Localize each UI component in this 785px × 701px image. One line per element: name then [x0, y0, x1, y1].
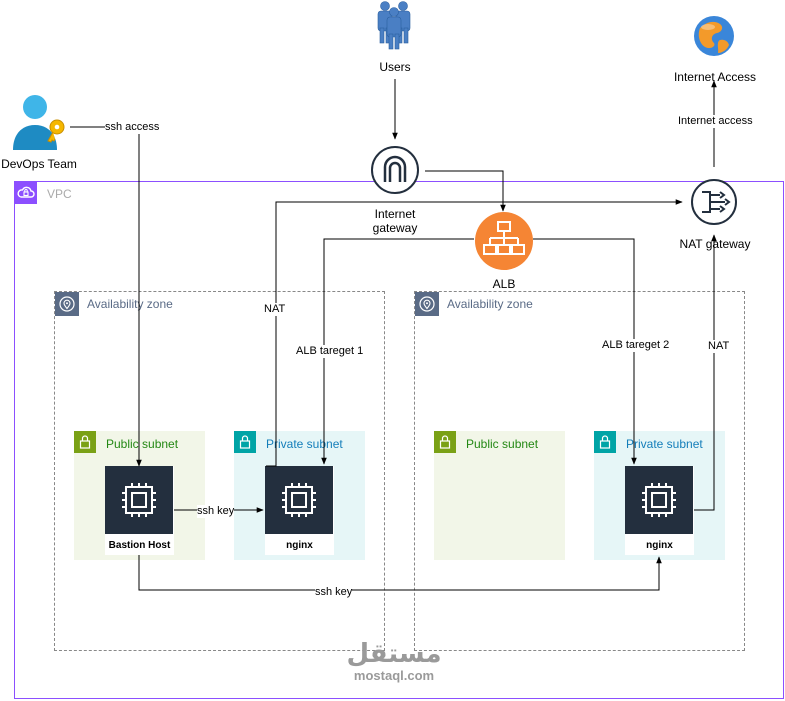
edge-label-nat-2: NAT: [708, 340, 730, 353]
nat-gateway-icon: [689, 177, 739, 227]
devops-user-key-icon: [8, 93, 68, 151]
public-subnet-1-label: Public subnet: [106, 437, 179, 451]
edge-igw-to-alb: [425, 170, 506, 212]
location-pin-icon: [55, 292, 79, 316]
edge-label-alb-target-2: ALB tareget 2: [602, 339, 670, 352]
availability-zone-1-label: Availability zone: [87, 297, 173, 311]
ec2-instance-icon: [265, 466, 333, 534]
edge-alb-to-nginx2: [533, 238, 637, 465]
edge-label-internet-access: Internet access: [678, 115, 753, 128]
watermark-arabic: مستقل: [346, 639, 442, 669]
edge-label-ssh-key-1: ssh key: [197, 505, 235, 518]
nginx-node-2: nginx: [625, 466, 694, 555]
nginx-1-label: nginx: [286, 540, 313, 551]
public-subnet-2-label: Public subnet: [466, 437, 539, 451]
lock-icon: [434, 431, 456, 453]
internet-gateway-label: Internet gateway: [372, 207, 418, 235]
nginx-node-1: nginx: [265, 466, 334, 555]
edge-label-ssh-key-2: ssh key: [315, 586, 353, 599]
vpc-label: VPC: [47, 187, 72, 201]
bastion-host-node: Bastion Host: [105, 466, 174, 555]
vpc-cloud-icon: [15, 182, 37, 204]
ec2-instance-icon: [105, 466, 173, 534]
private-subnet-2-label: Private subnet: [626, 437, 703, 451]
edge-devops-to-bastion: [70, 126, 142, 467]
lock-icon: [234, 431, 256, 453]
edge-alb-to-nginx1: [321, 238, 474, 465]
lock-icon: [594, 431, 616, 453]
nginx-2-label: nginx: [646, 540, 673, 551]
lock-icon: [74, 431, 96, 453]
internet-access-label: Internet Access: [673, 70, 757, 84]
edge-nginx1-to-nat: [266, 199, 683, 467]
availability-zone-1: Availability zone: [54, 291, 385, 651]
availability-zone-2: Availability zone: [414, 291, 745, 651]
mostaql-watermark: مستقل mostaql.com: [344, 640, 444, 684]
users-icon: [375, 0, 415, 50]
alb-load-balancer-icon: [474, 211, 534, 271]
availability-zone-2-label: Availability zone: [447, 297, 533, 311]
edge-label-alb-target-1: ALB tareget 1: [296, 345, 364, 358]
devops-team-label: DevOps Team: [1, 157, 77, 171]
edge-label-nat-1: NAT: [264, 303, 286, 316]
alb-label: ALB: [492, 277, 516, 291]
bastion-host-label: Bastion Host: [108, 540, 171, 551]
watermark-latin: mostaql.com: [353, 668, 435, 683]
edge-bastion-to-nginx2: [138, 555, 662, 591]
ec2-instance-icon: [625, 466, 693, 534]
location-pin-icon: [415, 292, 439, 316]
users-label: Users: [379, 60, 411, 74]
globe-icon: [692, 14, 736, 58]
public-subnet-2: Public subnet: [434, 431, 565, 560]
nat-gateway-label: NAT gateway: [679, 237, 751, 251]
internet-gateway-icon: [370, 145, 420, 195]
edge-label-ssh-access: ssh access: [105, 121, 160, 134]
edge-nginx2-to-nat: [694, 234, 717, 511]
